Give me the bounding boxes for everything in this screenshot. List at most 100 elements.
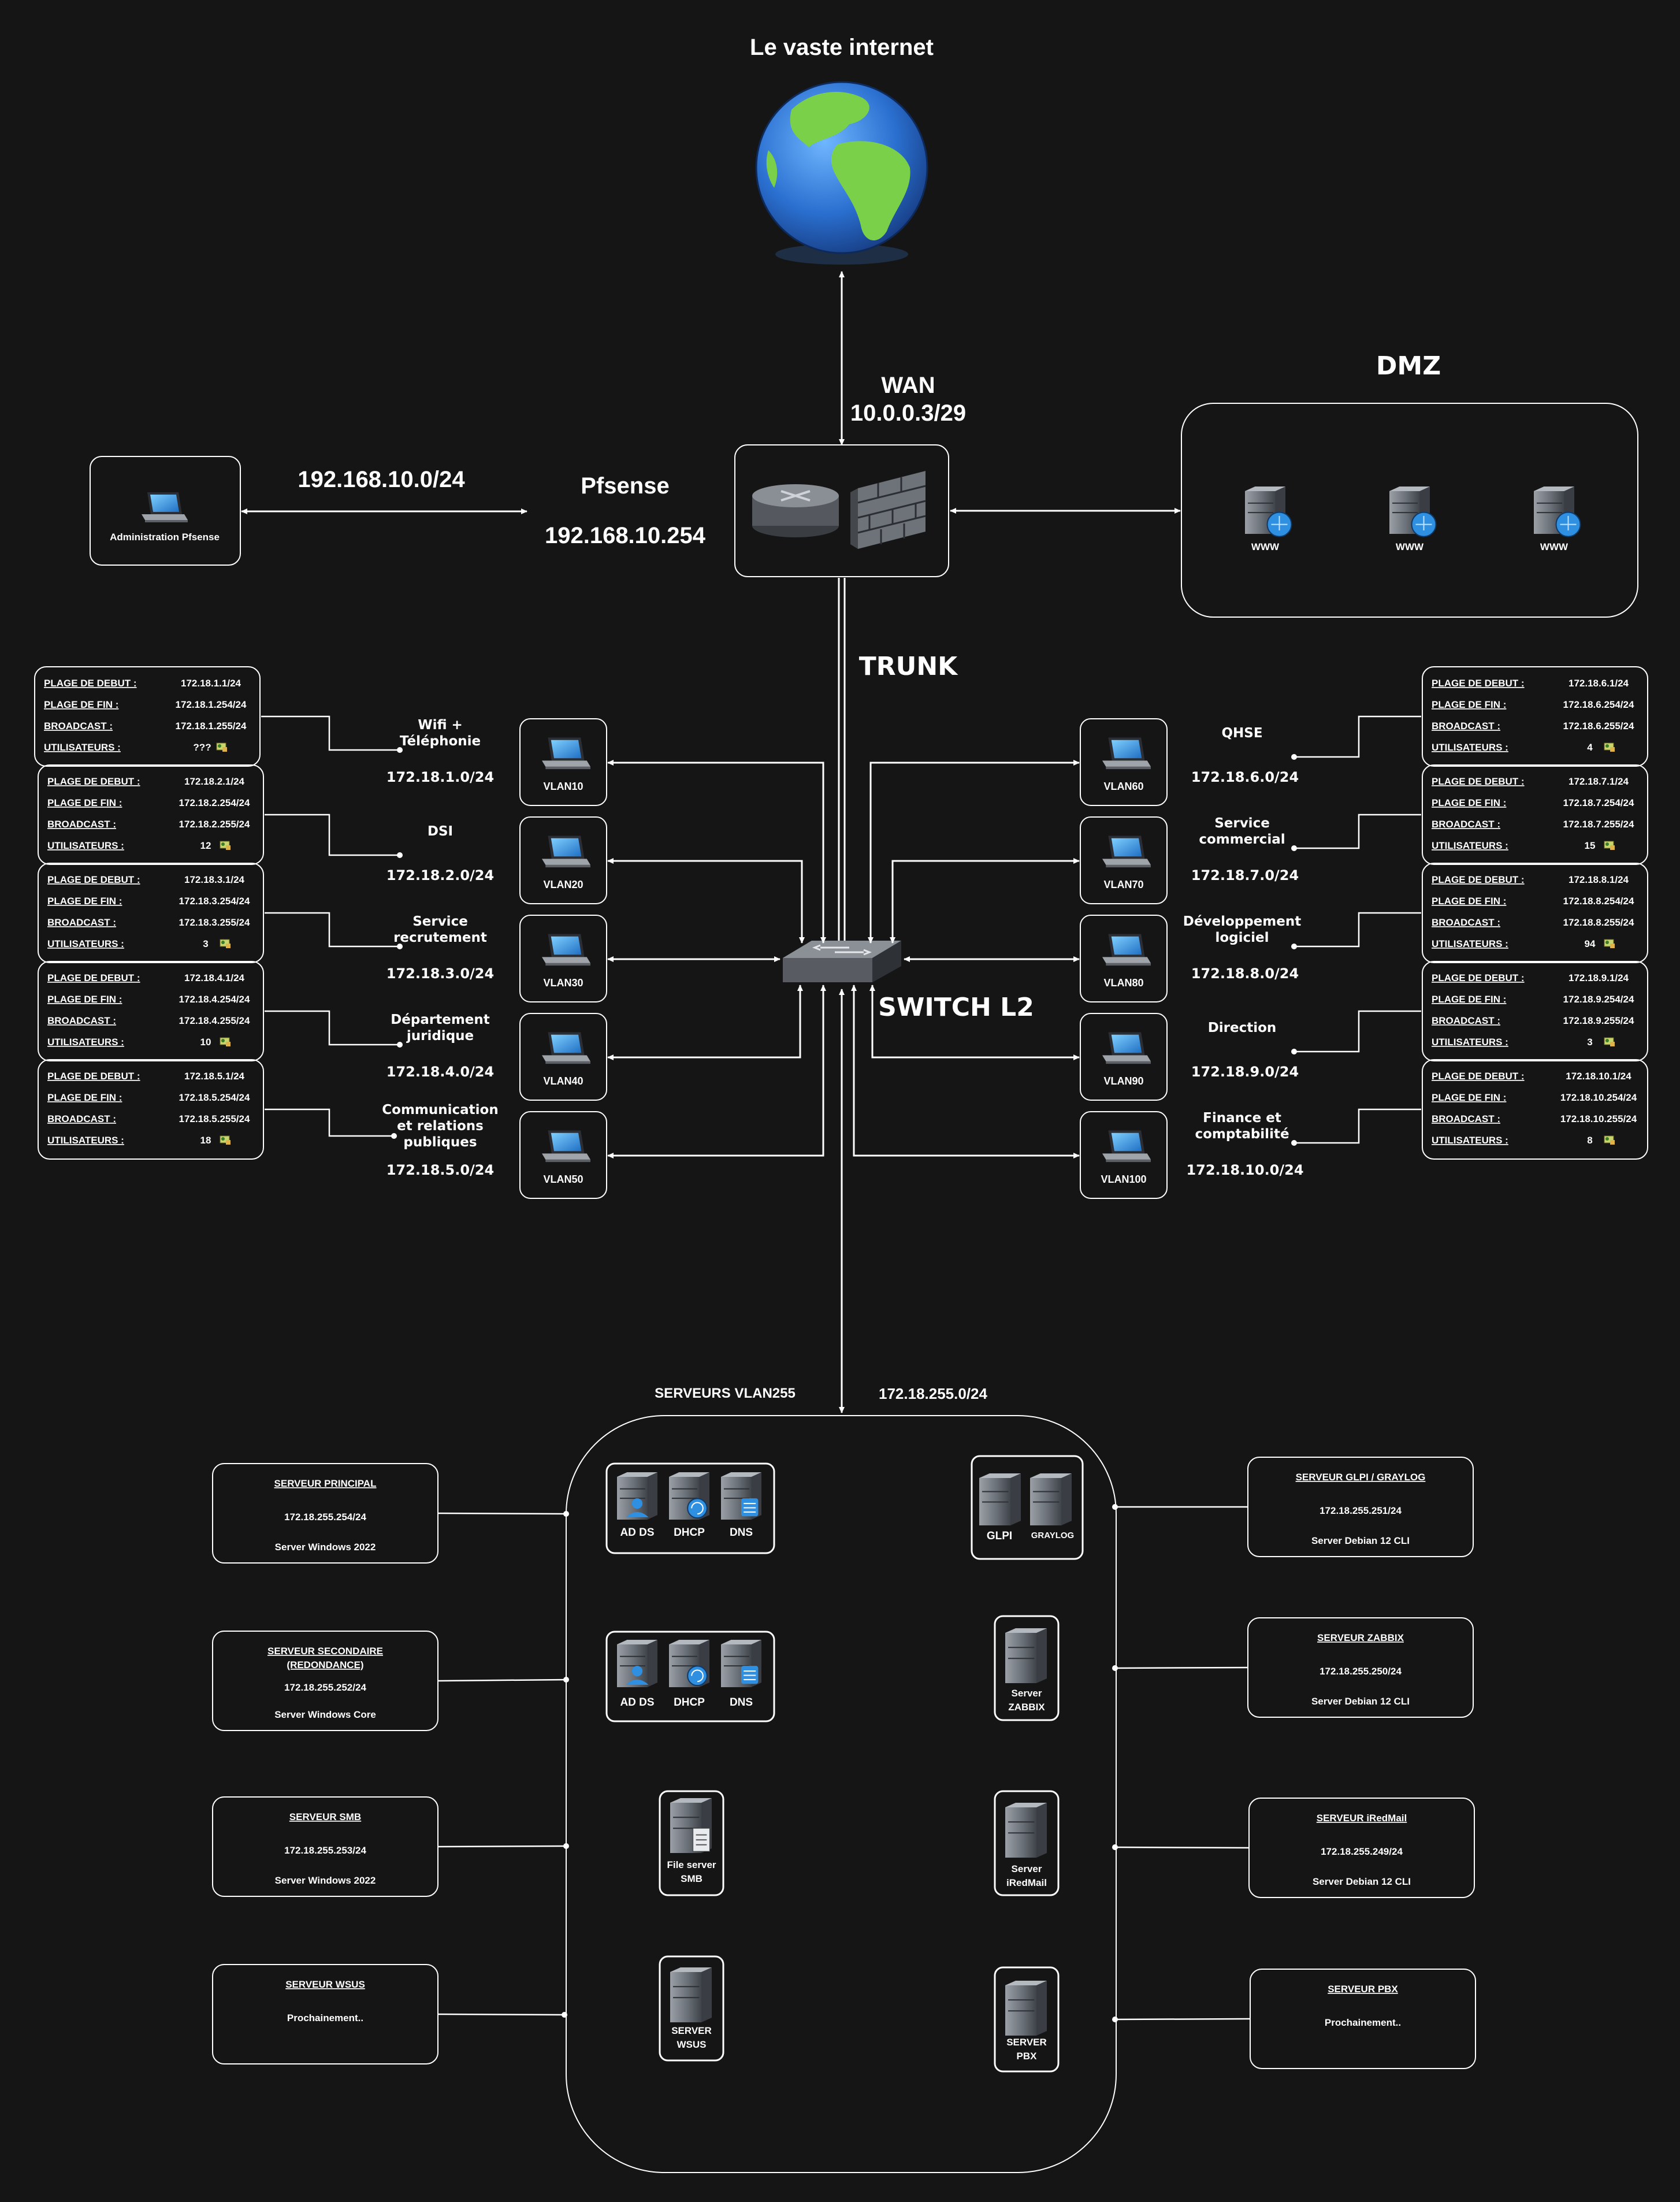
info-field-label: PLAGE DE DEBUT : [44,678,137,689]
info-field-label: UTILISATEURS : [1432,1135,1508,1146]
vlan-id-label: VLAN30 [543,977,583,989]
info-field-value: 172.18.3.1/24 [184,874,245,885]
server-label: GRAYLOG [1031,1531,1074,1540]
servers-zone-subnet: 172.18.255.0/24 [879,1385,987,1402]
info-field-label: BROADCAST : [47,1015,116,1026]
info-field-value: 172.18.7.255/24 [1563,819,1634,830]
vlan-id-label: VLAN70 [1103,879,1143,890]
server-info-title: SERVEUR ZABBIX [1317,1632,1404,1643]
server-info-connector [437,1512,567,1515]
file-server-icon [670,1798,712,1853]
users-icon [220,939,231,948]
info-field-value: 172.18.8.255/24 [1563,917,1634,928]
server-info-title: SERVEUR iRedMail [1317,1813,1407,1824]
server-info-card-right-0: SERVEUR GLPI / GRAYLOG172.18.255.251/24S… [1247,1457,1474,1557]
vlan-subnet: 172.18.8.0/24 [1191,966,1299,982]
server-info-title: (REDONDANCE) [287,1659,363,1670]
dns-server-icon [721,1472,761,1520]
pfsense-label: Pfsense [581,473,669,499]
laptop-icon [142,492,188,522]
info-field-value: 94 [1585,938,1596,949]
vlan-info-connector [265,814,400,856]
users-icon [220,1037,231,1046]
vlan-switch-link [607,858,805,944]
server-info-connector [437,1845,567,1848]
info-field-label: BROADCAST : [1432,917,1500,928]
vlan-switch-link [851,985,1080,1158]
info-field-value: 172.18.5.254/24 [179,1092,250,1103]
vlan-host-box [519,718,607,806]
vlan-info-connector [1294,1010,1421,1053]
connector-dot [1112,2017,1118,2022]
info-field-label: UTILISATEURS : [47,1135,124,1146]
web-server-icon [1245,487,1292,537]
info-field-value: 172.18.8.1/24 [1569,874,1629,885]
vlan-id-label: VLAN80 [1103,977,1143,989]
info-field-value: 4 [1587,742,1593,753]
info-field-label: UTILISATEURS : [1432,840,1508,851]
info-field-label: PLAGE DE DEBUT : [1432,874,1525,885]
info-field-label: PLAGE DE FIN : [47,797,122,808]
internet-globe-icon [755,81,928,265]
info-field-value: 172.18.9.1/24 [1569,972,1629,983]
vlan-laptop-icon [542,1032,590,1064]
info-field-label: PLAGE DE DEBUT : [1432,776,1525,787]
server-group-iredmail [994,1790,1060,1896]
server-info-os: Server Debian 12 CLI [1311,1696,1410,1707]
vlan-switch-link [890,858,1080,944]
info-field-value: 172.18.2.1/24 [184,776,245,787]
vlan-name: Téléphonie [400,734,481,749]
info-field-value: 172.18.6.1/24 [1569,678,1629,689]
vlan-subnet: 172.18.5.0/24 [386,1162,494,1178]
vlan-info-connector [1294,715,1421,758]
vlan-name: comptabilité [1195,1127,1289,1142]
vlan-subnet: 172.18.6.0/24 [1191,769,1299,785]
server-info-card-left-1: SERVEUR SECONDAIRE(REDONDANCE)172.18.255… [212,1631,438,1731]
info-field-label: BROADCAST : [1432,1113,1500,1124]
server-label: WSUS [677,2039,707,2050]
server-group-smb [659,1790,724,1896]
server-info-card-left-0: SERVEUR PRINCIPAL172.18.255.254/24Server… [212,1463,438,1564]
info-field-label: BROADCAST : [47,917,116,928]
info-field-label: PLAGE DE FIN : [47,1092,122,1103]
firewall-icon [850,471,926,549]
vlan-info-connector [1294,1108,1421,1144]
vlan-laptop-icon [1102,934,1151,966]
users-icon [216,742,227,752]
info-field-value: 172.18.1.255/24 [176,721,247,731]
server-group-pbx [994,1966,1060,2073]
info-field-label: UTILISATEURS : [47,1037,124,1048]
info-field-label: PLAGE DE FIN : [1432,797,1506,808]
info-field-value: ??? [193,742,211,753]
vlan-name: Direction [1208,1020,1277,1035]
server-label: DHCP [674,1696,705,1709]
info-field-value: 10 [200,1037,211,1048]
vlan-name: recrutement [393,930,487,945]
wsus-server-icon [670,1967,712,2022]
server-label: DHCP [674,1527,705,1539]
info-field-label: UTILISATEURS : [1432,742,1508,753]
server-label: Server [1012,1688,1042,1699]
vlan-info-connector [1294,912,1421,948]
info-field-value: 172.18.1.254/24 [176,699,247,710]
vlan-info-connector [265,1010,400,1046]
router-icon [752,484,839,537]
info-field-value: 172.18.2.254/24 [179,797,250,808]
vlan-switch-link [607,985,803,1060]
server-info-title: SERVEUR WSUS [285,1979,365,1990]
info-field-label: PLAGE DE DEBUT : [47,1071,140,1082]
vlan-id-label: VLAN90 [1103,1075,1143,1087]
server-group-glpi [971,1455,1084,1560]
vlan-subnet: 172.18.3.0/24 [386,966,494,982]
switch-label: SWITCH L2 [878,993,1034,1022]
vlan-name: DSI [428,824,453,839]
server-label: SERVER [671,2025,712,2036]
server-info-connector [1114,1846,1250,1849]
trunk-label: TRUNK [859,652,958,681]
